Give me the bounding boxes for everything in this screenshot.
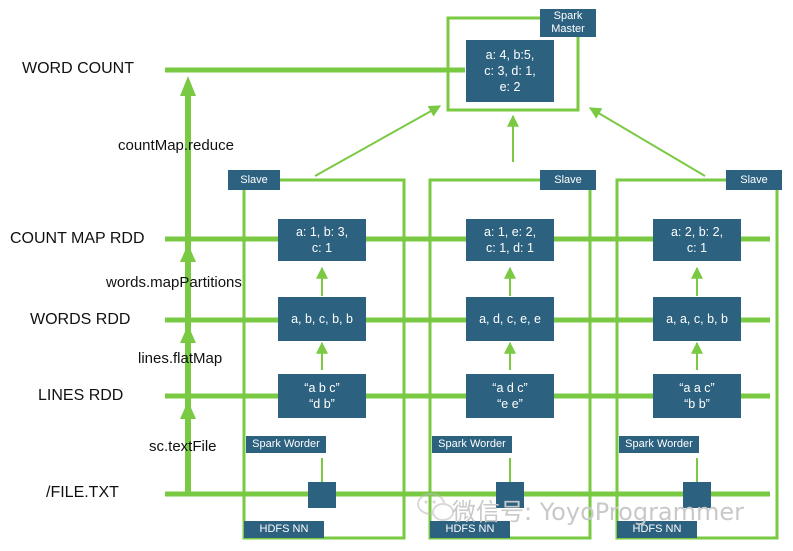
op-words-map-partitions: words.mapPartitions xyxy=(106,274,242,291)
words-box-3: a, a, c, b, b xyxy=(653,297,741,341)
spark-worker-tag-3: Spark Worder xyxy=(619,436,699,453)
row-label-count-map-rdd: COUNT MAP RDD xyxy=(10,230,145,247)
arrow-slave1-to-master xyxy=(314,105,442,177)
op-count-map-reduce: countMap.reduce xyxy=(118,137,234,154)
hdfs-nn-tag-1: HDFS NN xyxy=(244,521,324,538)
master-frame xyxy=(446,16,580,112)
spark-worker-tag-1: Spark Worder xyxy=(246,436,326,453)
lines-box-3: “a a c” “b b” xyxy=(653,374,741,418)
hdfs-nn-tag-2: HDFS NN xyxy=(430,521,510,538)
words-box-2: a, d, c, e, e xyxy=(466,297,554,341)
slave-frame-1 xyxy=(242,178,406,540)
slave-frame-3 xyxy=(615,178,779,540)
flow-arrowhead-count-map xyxy=(180,244,196,262)
op-sc-text-file: sc.textFile xyxy=(149,438,217,455)
flow-arrowhead-lines xyxy=(180,401,196,419)
flow-arrowhead-words xyxy=(180,325,196,343)
slave-frame-2 xyxy=(428,178,592,540)
words-box-1: a, b, c, b, b xyxy=(278,297,366,341)
row-label-lines-rdd: LINES RDD xyxy=(38,387,124,404)
hdfs-nn-tag-3: HDFS NN xyxy=(617,521,697,538)
slave-tag-1: Slave xyxy=(228,170,280,190)
row-label-file-txt: /FILE.TXT xyxy=(46,484,119,501)
spark-master-tag: Spark Master xyxy=(540,9,596,37)
spark-worker-tag-2: Spark Worder xyxy=(432,436,512,453)
row-label-word-count: WORD COUNT xyxy=(22,60,134,77)
count-map-box-1: a: 1, b: 3, c: 1 xyxy=(278,219,366,261)
file-chunk-2 xyxy=(496,482,524,508)
lines-box-2: “a d c” “e e” xyxy=(466,374,554,418)
op-lines-flat-map: lines.flatMap xyxy=(138,350,223,367)
flow-arrowhead-word-count xyxy=(180,76,196,96)
wechat-icon xyxy=(417,493,454,521)
arrow-slave3-to-master xyxy=(588,107,706,177)
file-chunk-1 xyxy=(308,482,336,508)
slave-tag-3: Slave xyxy=(726,170,782,190)
watermark-text: 微信号: YoyoProgrammer xyxy=(452,498,745,526)
count-map-box-3: a: 2, b: 2, c: 1 xyxy=(653,219,741,261)
master-result-box: a: 4, b:5, c: 3, d: 1, e: 2 xyxy=(466,40,554,102)
row-label-words-rdd: WORDS RDD xyxy=(30,311,131,328)
slave-tag-2: Slave xyxy=(540,170,596,190)
file-chunk-3 xyxy=(683,482,711,508)
count-map-box-2: a: 1, e: 2, c: 1, d: 1 xyxy=(466,219,554,261)
lines-box-1: “a b c” “d b” xyxy=(278,374,366,418)
